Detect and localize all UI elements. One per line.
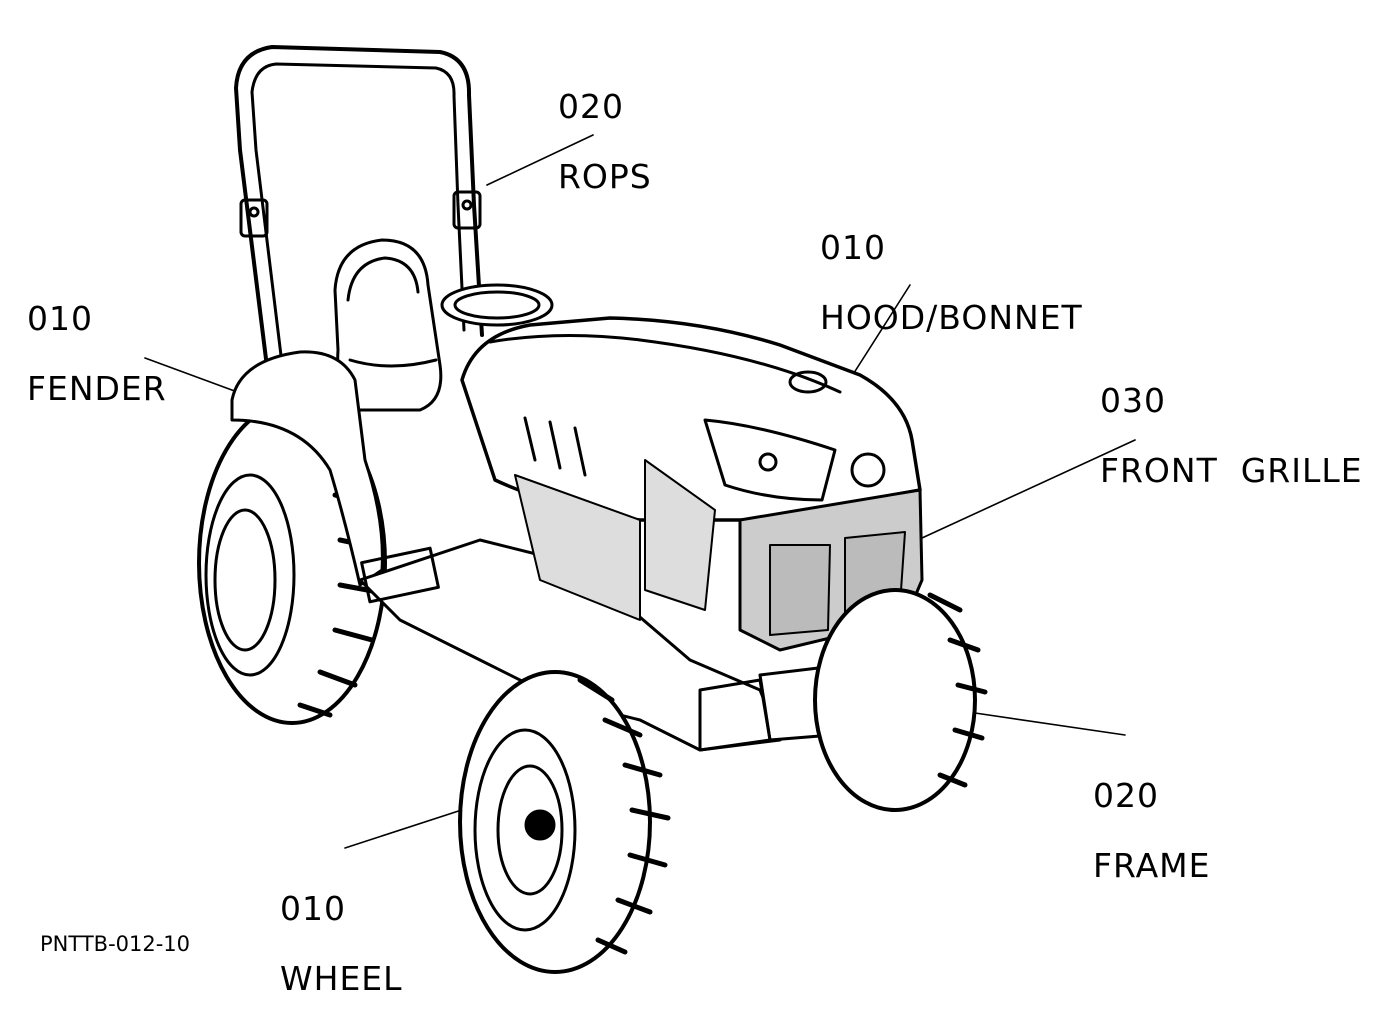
drawing-reference: PNTTB-012-10 [40,932,191,956]
callout-hood: 010 HOOD/BONNET [820,195,1083,353]
wheel-name: WHEEL [280,958,403,998]
callout-grille: 030 FRONT GRILLE [1100,348,1363,506]
frame-name: FRAME [1093,845,1211,885]
fender-name: FENDER [27,368,167,408]
callout-frame: 020 FRAME [1093,743,1210,901]
callout-wheel: 010 WHEEL [280,856,403,1014]
seat [333,238,443,412]
side-grilles [514,459,716,621]
rops-code: 020 [558,86,624,126]
fender-code: 010 [27,298,93,338]
callout-rops: 020 ROPS [558,54,652,212]
callout-fender: 010 FENDER [27,266,167,424]
wheel-code: 010 [280,888,346,928]
rops-frame [234,45,484,377]
front-left-wheel [458,670,671,974]
hood [460,316,922,522]
rops-bracket-left [239,198,269,238]
frame-code: 020 [1093,775,1159,815]
fender [230,350,384,587]
leader-rops [486,134,594,186]
rops-bracket-right [452,190,482,230]
grille-code: 030 [1100,380,1166,420]
grille-name: FRONT GRILLE [1100,450,1363,490]
front-right-wheel [813,588,988,812]
hood-name: HOOD/BONNET [820,297,1083,337]
leader-fender [144,357,241,394]
leader-frame [974,712,1126,736]
rops-name: ROPS [558,156,652,196]
leader-lines [144,134,1136,849]
leader-grille [921,439,1136,539]
hood-code: 010 [820,227,886,267]
leader-hood [851,284,911,377]
